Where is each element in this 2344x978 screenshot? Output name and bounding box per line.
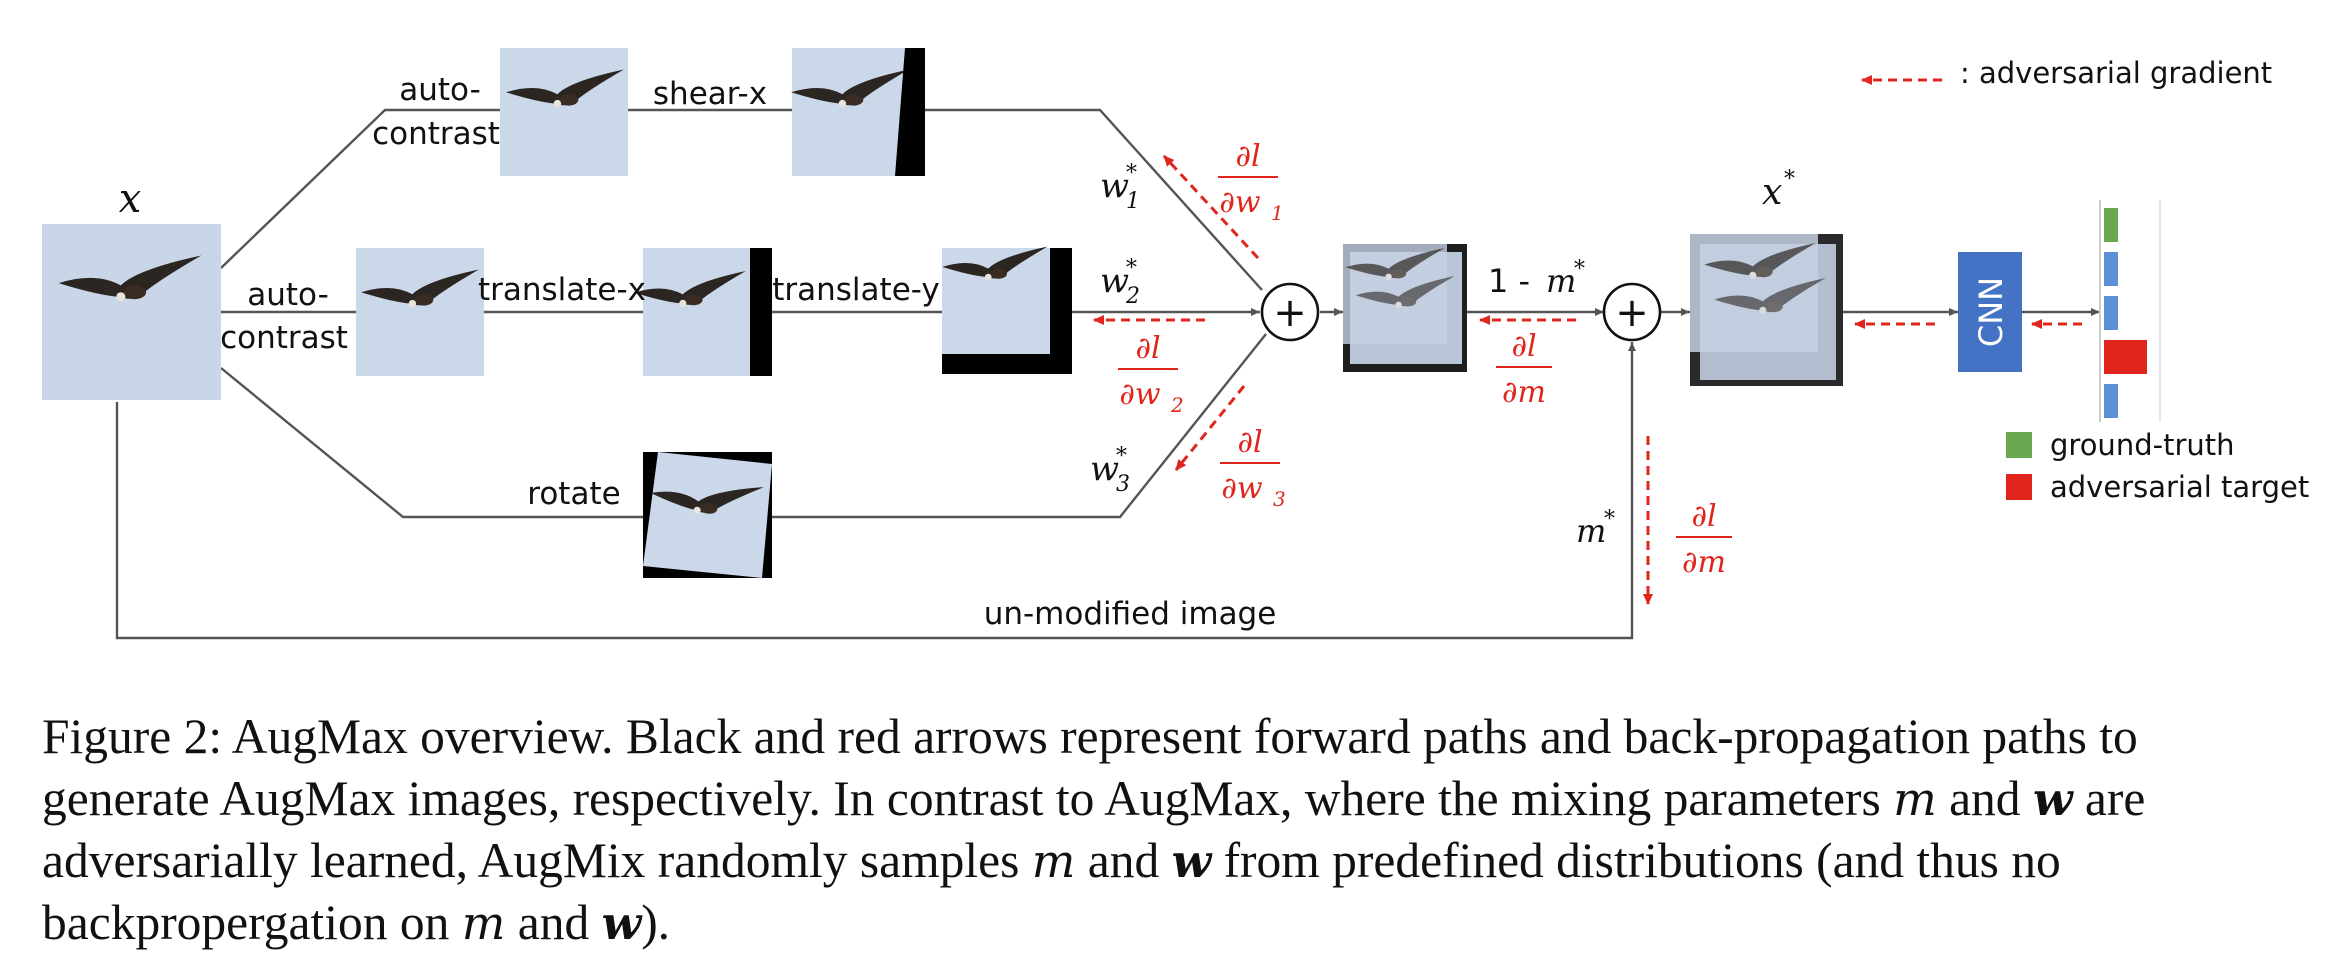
svg-text:∂l: ∂l [1691, 499, 1716, 534]
path-labels: x auto- contrast shear-x auto- contrast … [119, 72, 1795, 632]
one-minus-m-label: 1 - m * [1488, 257, 1585, 300]
cnn-block: CNN [1958, 252, 2022, 372]
image-x [42, 224, 221, 400]
dl-dw3: ∂l ∂w 3 [1220, 425, 1286, 511]
x-label: x [119, 176, 142, 222]
svg-text:+: + [1615, 290, 1649, 336]
translate-y-label: translate-y [772, 272, 940, 308]
output-bar-2 [2104, 252, 2118, 286]
legend-adv-target-swatch [2006, 474, 2032, 500]
dl-dw2: ∂l ∂w 2 [1118, 331, 1184, 417]
svg-text:∂w: ∂w [1119, 377, 1161, 412]
x-star-label: x * [1762, 167, 1795, 213]
sum-node-1: + [1260, 282, 1320, 342]
m-star-label: m * [1576, 507, 1615, 550]
augmax-diagram: + + CNN x auto- contrast shear-x auto- c… [42, 48, 2309, 640]
svg-text:+: + [1273, 290, 1307, 336]
svg-text:∂m: ∂m [1502, 375, 1546, 410]
image-rotate [643, 452, 772, 578]
image-autocontrast-mid [356, 248, 484, 376]
w3-label: w * 3 [1090, 444, 1130, 497]
svg-text:2: 2 [1170, 393, 1184, 417]
output-bar-4 [2104, 340, 2147, 374]
svg-text:1: 1 [1271, 201, 1284, 225]
svg-text:∂l: ∂l [1235, 139, 1260, 174]
svg-text:w: w [1090, 449, 1119, 489]
figure-caption: Figure 2: AugMax overview. Black and red… [42, 709, 2146, 950]
svg-text:x: x [1762, 172, 1782, 213]
dl-dw1: ∂l ∂w 1 [1218, 139, 1284, 225]
image-x-star [1690, 234, 1843, 386]
svg-text:*: * [1116, 444, 1127, 469]
legend: : adversarial gradient ground-truth adve… [1960, 56, 2309, 504]
svg-text:∂m: ∂m [1682, 545, 1726, 580]
output-bar-3 [2104, 296, 2118, 330]
svg-text:w: w [1100, 166, 1129, 206]
svg-text:3: 3 [1116, 472, 1130, 497]
translate-x-label: translate-x [478, 272, 646, 308]
svg-text:∂w: ∂w [1219, 185, 1261, 220]
rotate-label: rotate [527, 476, 620, 512]
dl-dm-top: ∂l ∂m [1496, 329, 1552, 410]
svg-text:w: w [1100, 261, 1129, 301]
image-translate-y [942, 246, 1072, 374]
gradient-labels: ∂l ∂w 1 ∂l ∂w 2 ∂l ∂w 3 ∂l ∂m ∂l ∂m [1118, 139, 1732, 580]
legend-ground-truth-swatch [2006, 432, 2032, 458]
svg-text:*: * [1604, 507, 1615, 532]
auto-contrast-top-line2: contrast [372, 116, 500, 152]
svg-text:1: 1 [1126, 189, 1140, 214]
svg-text:m: m [1576, 512, 1606, 550]
svg-text:m: m [1546, 262, 1576, 300]
svg-text:CNN: CNN [1972, 277, 2010, 347]
auto-contrast-mid-line1: auto- [247, 277, 329, 313]
svg-text:∂l: ∂l [1237, 425, 1262, 460]
svg-text:*: * [1126, 161, 1137, 186]
sum-node-2: + [1602, 282, 1662, 342]
forward-paths [115, 108, 2100, 640]
output-bar-1 [2104, 208, 2118, 242]
shear-x-label: shear-x [653, 76, 767, 112]
auto-contrast-top-line1: auto- [399, 72, 481, 108]
image-autocontrast-top [500, 48, 628, 176]
adversarial-gradient-arrows [1093, 75, 2082, 605]
legend-gradient-text: : adversarial gradient [1960, 56, 2272, 90]
output-bar-5 [2104, 384, 2118, 418]
legend-adv-target-text: adversarial target [2050, 470, 2309, 504]
svg-text:3: 3 [1273, 487, 1286, 511]
image-mixed [1343, 244, 1467, 372]
w1-label: w * 1 [1100, 161, 1140, 214]
svg-text:∂l: ∂l [1135, 331, 1160, 366]
image-translate-x [634, 248, 772, 376]
svg-text:*: * [1784, 167, 1795, 192]
legend-ground-truth-text: ground-truth [2050, 428, 2235, 462]
image-shear-x [791, 48, 925, 176]
w2-label: w * 2 [1100, 256, 1140, 309]
svg-text:∂l: ∂l [1511, 329, 1536, 364]
unmodified-label: un-modified image [984, 596, 1277, 632]
svg-text:*: * [1126, 256, 1137, 281]
output-bars [2099, 200, 2161, 422]
dl-dm-bottom: ∂l ∂m [1676, 499, 1732, 580]
svg-text:*: * [1574, 257, 1585, 282]
svg-text:1 -: 1 - [1488, 262, 1530, 300]
auto-contrast-mid-line2: contrast [220, 320, 348, 356]
svg-text:∂w: ∂w [1221, 471, 1263, 506]
svg-text:2: 2 [1125, 284, 1140, 309]
